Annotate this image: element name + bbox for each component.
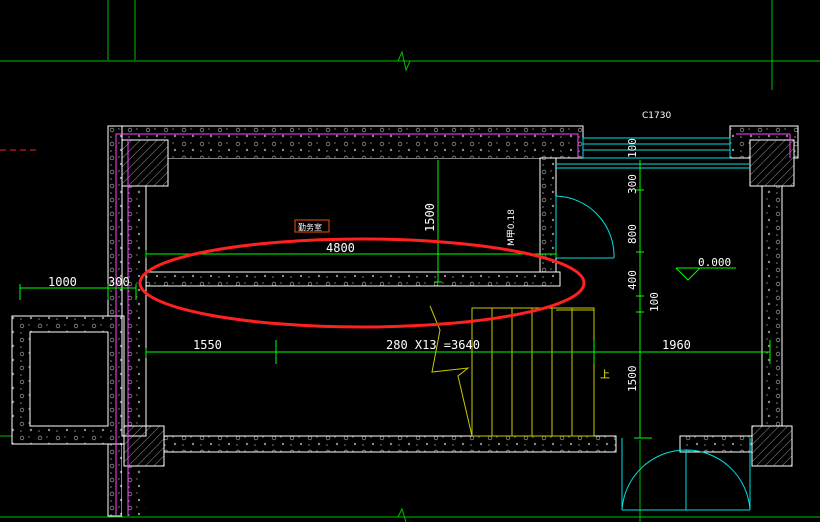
- window-c1730: [582, 137, 731, 159]
- stair-up-label: 上: [600, 369, 610, 381]
- dim-left-300: 300: [108, 275, 130, 289]
- inner-finish-lines: [115, 133, 791, 516]
- dim-seg-1960: 1960: [662, 338, 691, 352]
- dim-stair-formula: 280 X13 =3640: [386, 338, 480, 352]
- elevation-label: 0.000: [698, 256, 731, 269]
- dim-seg-1550: 1550: [193, 338, 222, 352]
- walls: [11, 125, 799, 517]
- room-tag-box: [294, 219, 330, 233]
- dim-right-400: 400: [626, 270, 639, 290]
- door-swings: [555, 163, 751, 511]
- room-tag-label: 勤务室: [298, 222, 322, 232]
- dim-span-4800: 4800: [326, 241, 355, 255]
- window-code-label: C1730: [642, 111, 671, 121]
- stair-treads: [429, 305, 595, 437]
- highlight-ellipse: [138, 237, 586, 329]
- dim-right-800: 800: [626, 224, 639, 244]
- dim-left-1000: 1000: [48, 275, 77, 289]
- dim-right-1500: 1500: [626, 366, 639, 393]
- vertical-note: M甲0.18: [506, 209, 517, 246]
- dim-right-100-top: 100: [626, 138, 639, 158]
- dim-height-1500: 1500: [423, 203, 437, 232]
- dim-right-100-mid: 100: [648, 292, 661, 312]
- dim-right-300: 300: [626, 174, 639, 194]
- dimension-lines: [19, 160, 771, 439]
